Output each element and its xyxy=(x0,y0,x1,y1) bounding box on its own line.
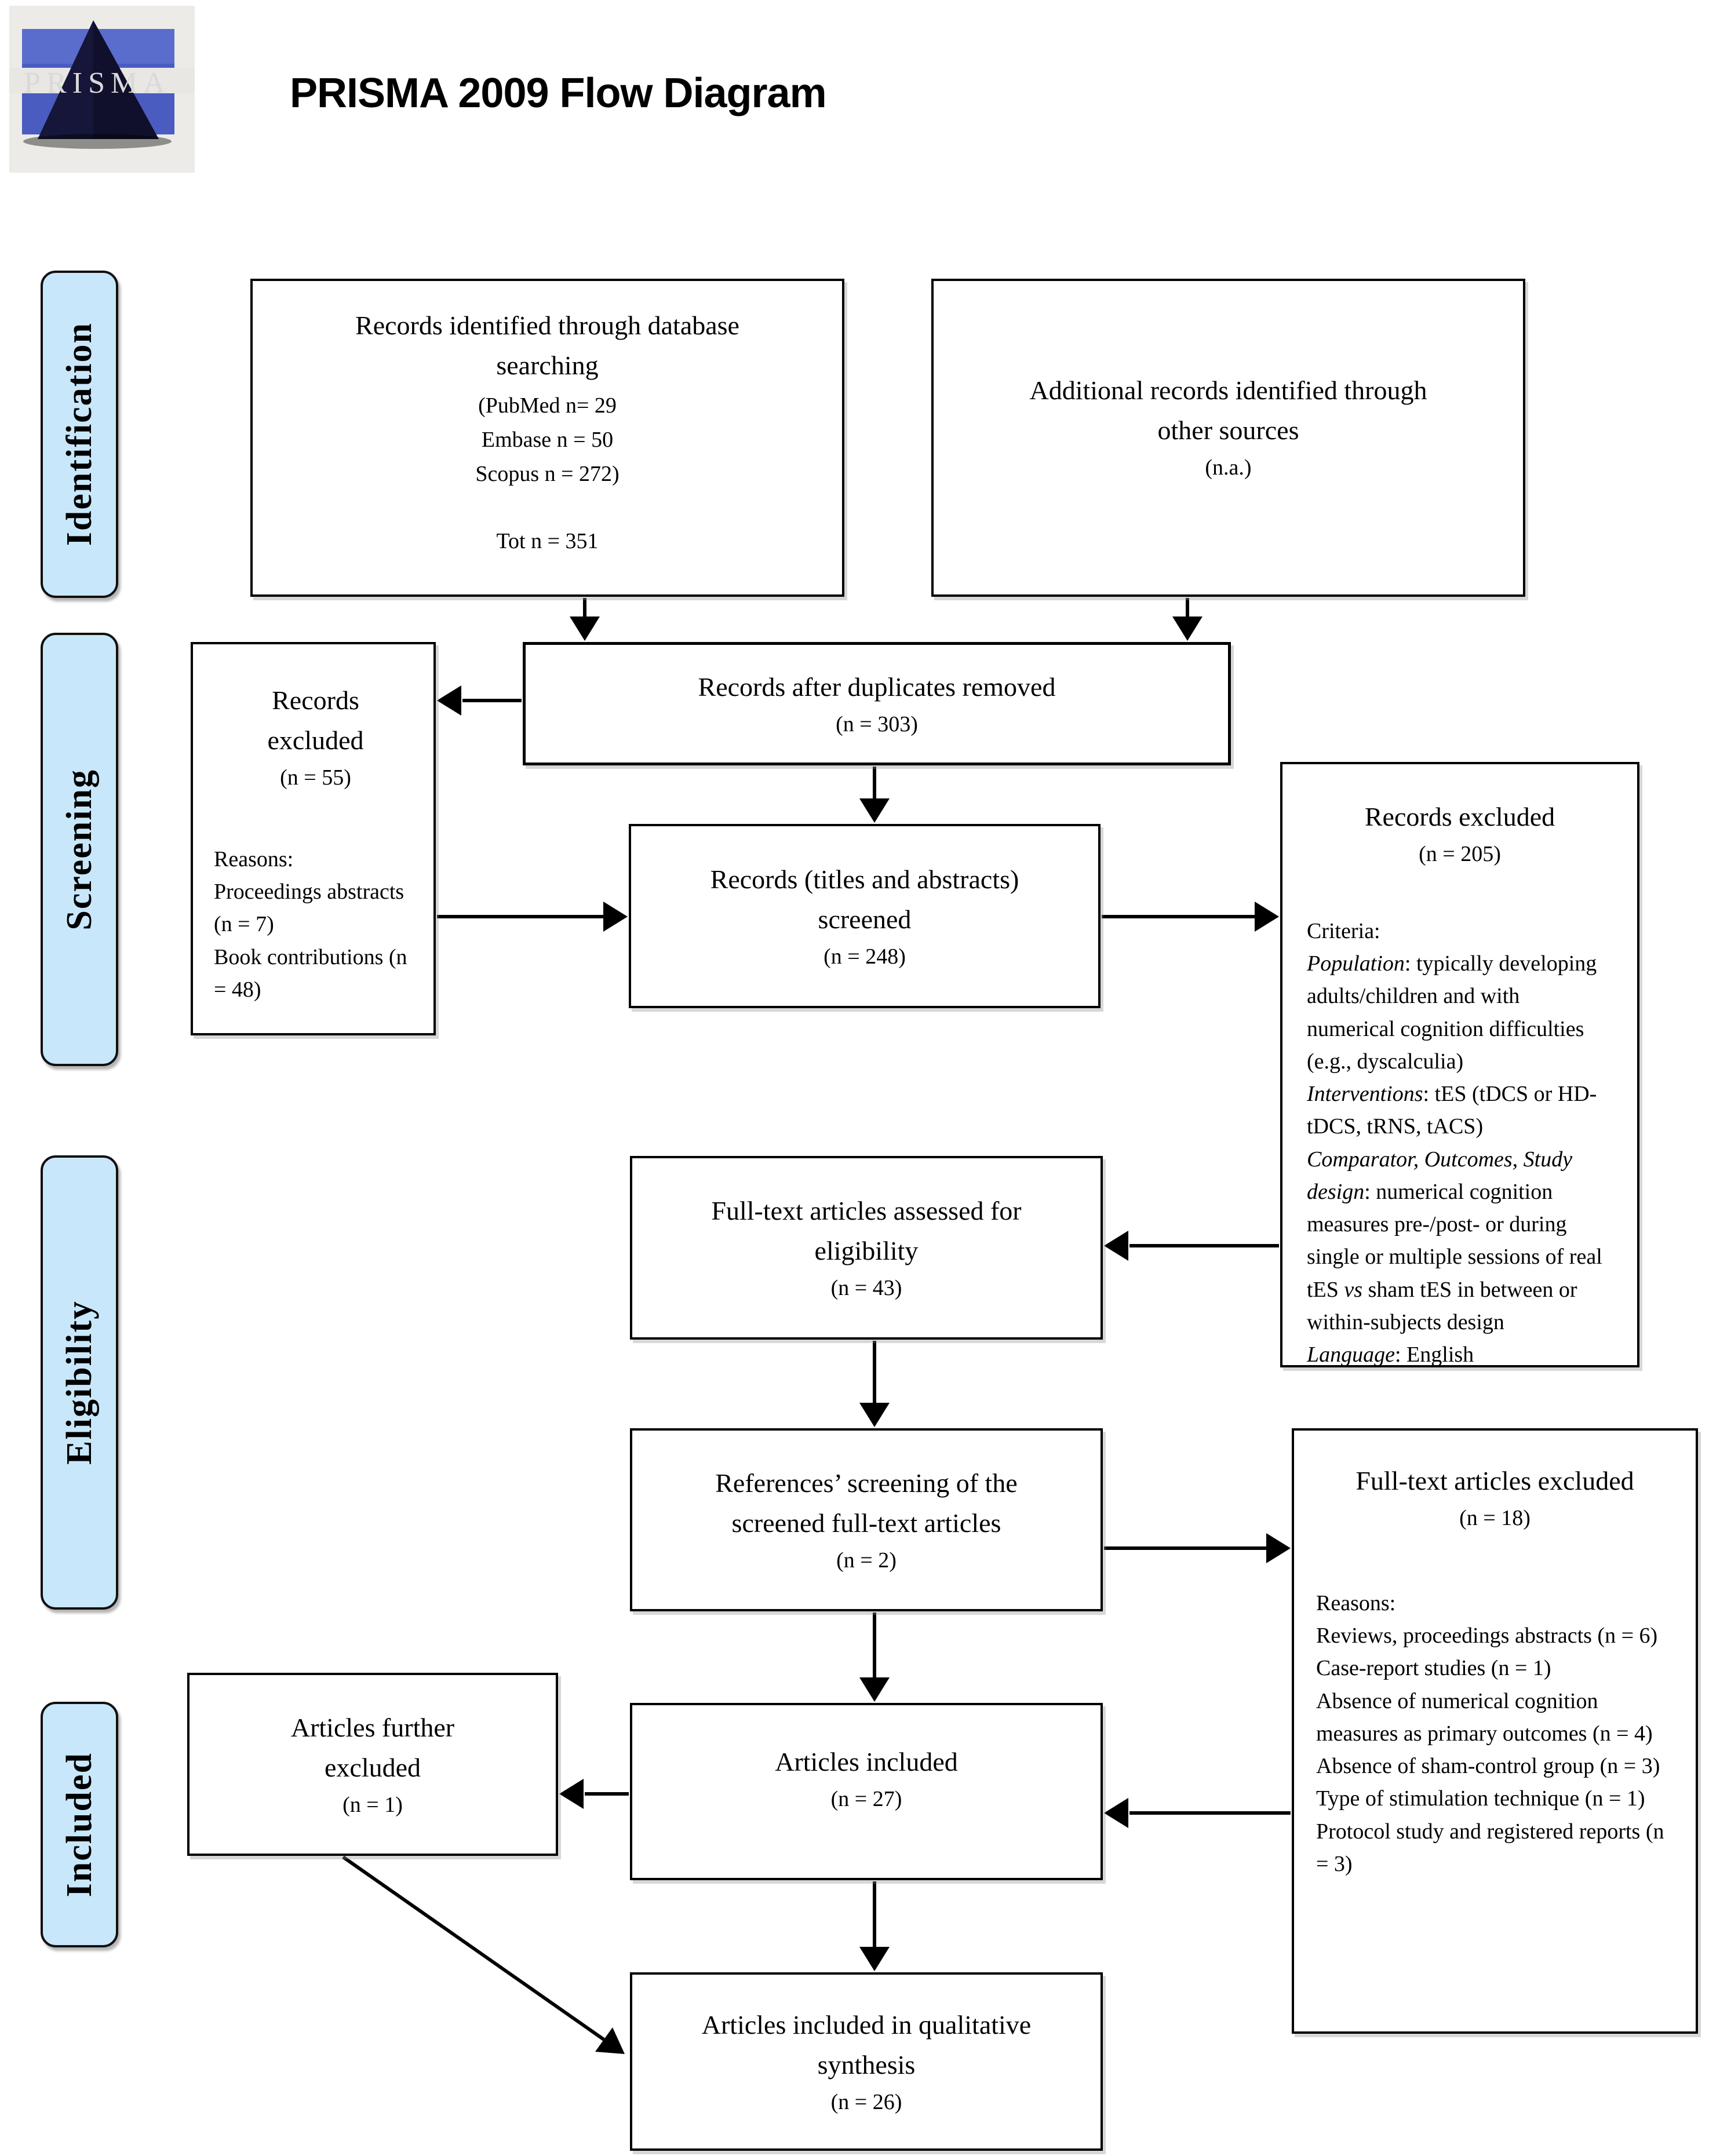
arrow-articles-included-to-further-excluded xyxy=(559,1779,629,1809)
box-criteria: Criteria:Population: typically developin… xyxy=(1307,919,1602,1367)
box-count: (n.a.) xyxy=(1205,455,1252,480)
arrow-duplicates-to-screened xyxy=(859,767,890,823)
arrow-screened-to-records-excluded-criteria xyxy=(1102,902,1279,932)
page-title: PRISMA 2009 Flow Diagram xyxy=(290,70,827,116)
arrow-fulltext-excluded-to-articles-included xyxy=(1104,1798,1291,1828)
box-count: (n = 248) xyxy=(823,944,906,969)
box-count: (n = 2) xyxy=(836,1548,897,1573)
phase-label-text: Identification xyxy=(60,322,99,546)
box-articles-included: Articles included (n = 27) xyxy=(630,1703,1103,1880)
box-title: Full-text articles excluded xyxy=(1355,1466,1634,1495)
box-count: (n = 26) xyxy=(830,2089,902,2114)
box-title: Records (titles and abstracts)screened xyxy=(710,864,1019,934)
phase-label-screening: Screening xyxy=(41,633,118,1066)
box-count: (n = 55) xyxy=(280,765,351,790)
arrow-further-excluded-to-qualitative xyxy=(342,1855,625,2054)
phase-label-identification: Identification xyxy=(41,271,118,598)
phase-label-text: Screening xyxy=(60,768,99,931)
box-titles-abstracts-screened: Records (titles and abstracts)screened (… xyxy=(629,824,1101,1008)
arrow-duplicates-to-records-excluded xyxy=(437,685,522,716)
box-count: (n = 205) xyxy=(1419,842,1501,866)
box-records-after-duplicates-removed: Records after duplicates removed (n = 30… xyxy=(523,642,1231,765)
arrow-references-to-fulltext-excluded xyxy=(1104,1533,1291,1563)
box-title: Articles included xyxy=(775,1747,958,1776)
prisma-logo-text: PRISMA xyxy=(24,67,171,100)
arrow-records-excluded-to-screened xyxy=(437,902,628,932)
phase-label-text: Included xyxy=(60,1752,99,1898)
phase-label-included: Included xyxy=(41,1702,118,1947)
box-count: (n = 43) xyxy=(830,1276,902,1300)
box-records-excluded-criteria: Records excluded (n = 205) Criteria:Popu… xyxy=(1280,762,1639,1367)
arrow-articles-included-to-qualitative xyxy=(859,1881,890,1971)
arrow-references-to-articles-included xyxy=(859,1613,890,1702)
box-title: Records excluded xyxy=(1364,802,1555,831)
phase-label-eligibility: Eligibility xyxy=(41,1155,118,1610)
arrow-db-search-to-duplicates xyxy=(570,598,600,641)
arrow-criteria-to-fulltext-assessed xyxy=(1104,1231,1279,1261)
box-count: (n = 18) xyxy=(1459,1506,1531,1530)
phase-label-text: Eligibility xyxy=(60,1300,99,1465)
box-total-count: Tot n = 351 xyxy=(496,528,599,553)
prisma-logo: PRISMA xyxy=(9,6,195,173)
box-reasons: Reasons:Proceedings abstracts (n = 7)Boo… xyxy=(214,847,407,1002)
box-title: Records after duplicates removed xyxy=(698,672,1056,702)
box-reasons: Reasons:Reviews, proceedings abstracts (… xyxy=(1316,1591,1664,1876)
box-count: (n = 27) xyxy=(830,1787,902,1811)
box-count: (n = 1) xyxy=(342,1792,403,1817)
box-count: (n = 303) xyxy=(836,712,918,736)
box-fulltext-excluded: Full-text articles excluded (n = 18) Rea… xyxy=(1292,1428,1698,2034)
arrow-other-sources-to-duplicates xyxy=(1172,598,1203,641)
arrow-fulltext-assessed-to-references xyxy=(859,1341,890,1427)
prisma-logo-graphic: PRISMA xyxy=(9,6,195,173)
